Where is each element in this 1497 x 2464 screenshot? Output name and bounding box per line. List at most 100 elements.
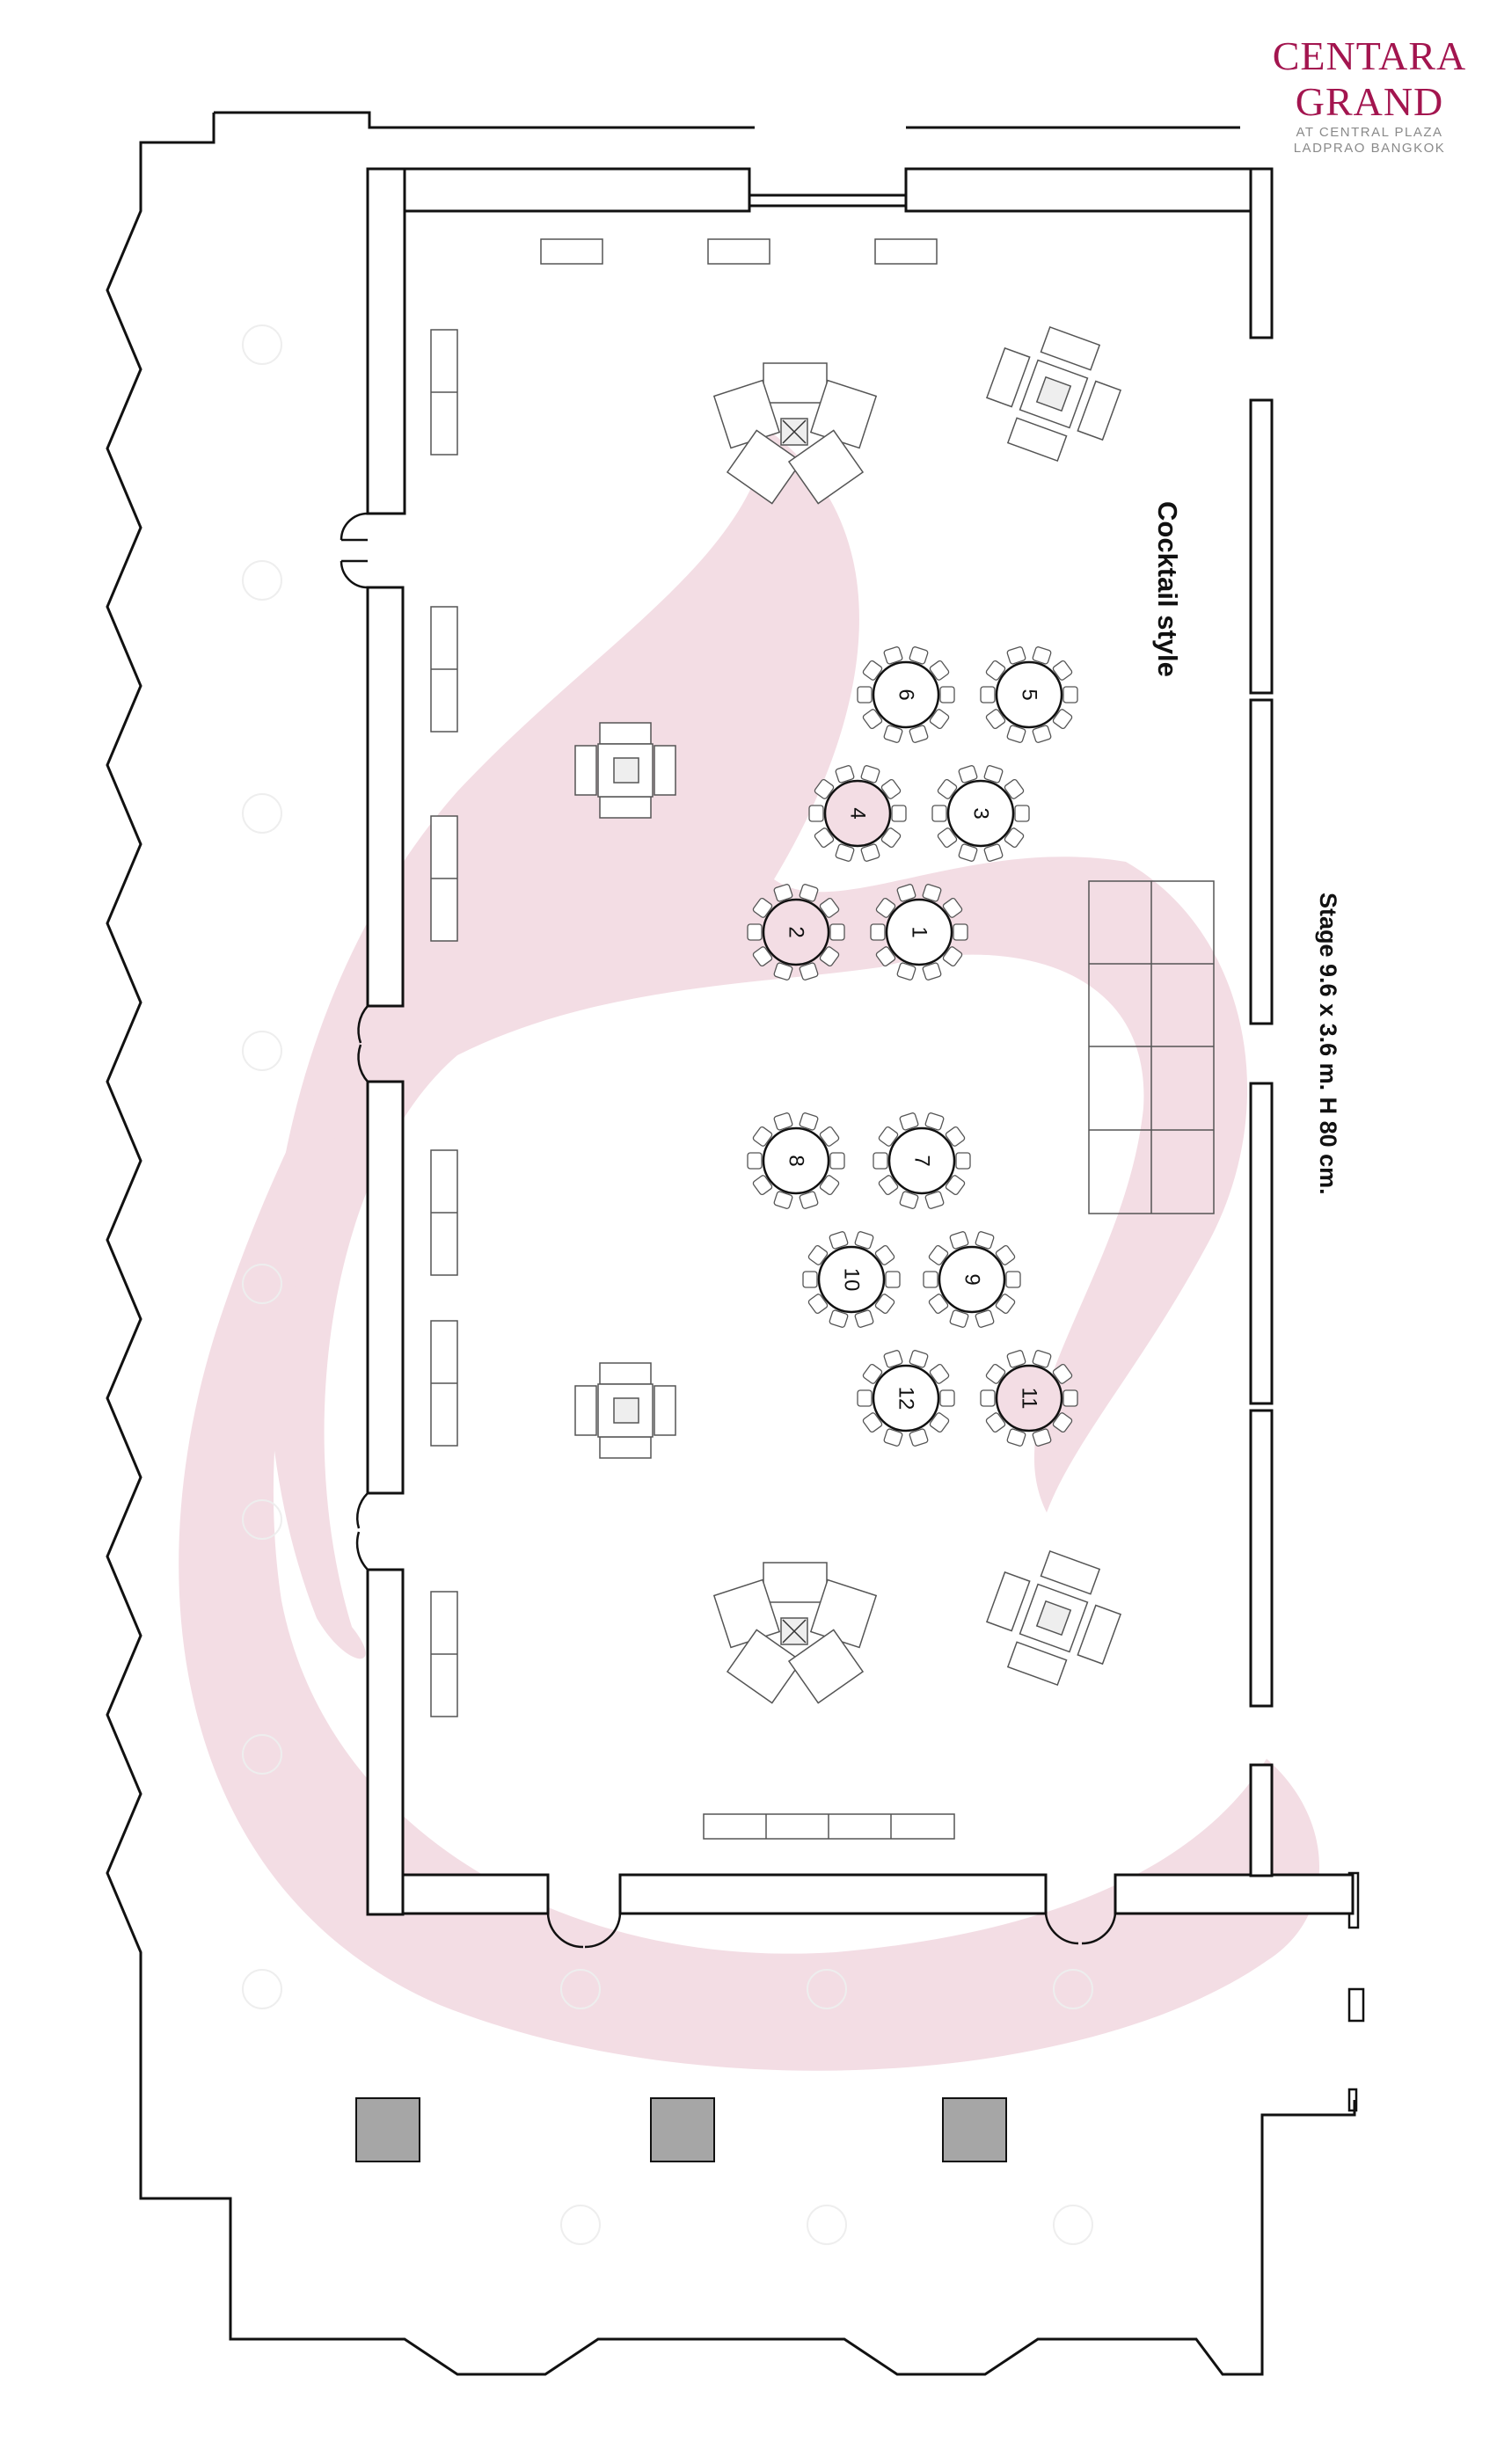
table-number: 10 xyxy=(840,1268,864,1292)
chair xyxy=(937,827,958,849)
chair xyxy=(819,897,840,918)
chair xyxy=(860,843,880,862)
lounge-cross-left-lower xyxy=(574,1362,676,1459)
lounge-sofa-pentagon-bottom xyxy=(712,1562,878,1704)
lounge-sofa-pentagon-top xyxy=(712,362,878,505)
chair xyxy=(1032,1428,1052,1447)
chair xyxy=(1052,660,1073,681)
stage xyxy=(1088,880,1215,1214)
chair xyxy=(985,709,1006,730)
chair xyxy=(835,843,855,862)
chair xyxy=(953,923,968,941)
table-number: 9 xyxy=(960,1273,984,1285)
table-top xyxy=(817,1245,886,1314)
round-table-5: 5 xyxy=(980,646,1078,743)
chair xyxy=(883,646,903,665)
chair xyxy=(874,1294,895,1315)
chair xyxy=(808,805,824,822)
ceiling-markers xyxy=(242,324,1093,2245)
logo-line-3: AT CENTRAL PLAZA xyxy=(1296,125,1443,140)
chair xyxy=(747,923,763,941)
chair xyxy=(857,1389,873,1407)
chair xyxy=(862,1363,883,1384)
chair xyxy=(1004,827,1025,849)
chair xyxy=(773,1112,793,1131)
logo-line-4: LADPRAO BANGKOK xyxy=(1293,141,1446,156)
table-number: 1 xyxy=(908,926,931,937)
chair xyxy=(829,1309,849,1328)
chair xyxy=(885,1271,901,1288)
chair xyxy=(874,1244,895,1265)
chair xyxy=(799,1191,819,1209)
chair xyxy=(899,1112,919,1131)
table-number: 6 xyxy=(895,689,918,700)
chair xyxy=(773,884,793,902)
chair xyxy=(1006,646,1026,665)
chair xyxy=(922,962,942,980)
chair xyxy=(829,923,845,941)
wall-counters-bottom xyxy=(703,1813,955,1840)
chair xyxy=(1006,725,1026,743)
round-table-7: 7 xyxy=(873,1112,971,1209)
chair xyxy=(873,1152,888,1170)
chair xyxy=(1032,725,1052,743)
round-table-4: 4 xyxy=(808,765,907,862)
chair xyxy=(814,778,835,799)
round-table-10: 10 xyxy=(802,1231,901,1328)
chair xyxy=(942,897,963,918)
chair xyxy=(939,1389,955,1407)
chair xyxy=(854,1231,874,1250)
doors xyxy=(340,512,1117,1949)
table-number: 8 xyxy=(785,1155,808,1166)
wall-counters-top xyxy=(540,238,938,265)
chair xyxy=(1052,1412,1073,1433)
chair xyxy=(985,1412,1006,1433)
buffet-tables-left xyxy=(430,329,458,1717)
chair xyxy=(980,686,996,703)
chair xyxy=(835,765,855,784)
chair xyxy=(949,1231,969,1250)
chair xyxy=(819,946,840,967)
table-top xyxy=(823,779,892,848)
chair xyxy=(1004,778,1025,799)
chair xyxy=(949,1309,969,1328)
chair xyxy=(814,827,835,849)
chair xyxy=(909,1350,929,1368)
room-walls xyxy=(366,167,1355,1916)
chair xyxy=(870,923,886,941)
chair xyxy=(862,1412,883,1433)
table-number: 3 xyxy=(969,807,993,819)
chair xyxy=(896,884,916,902)
chair xyxy=(1006,1350,1026,1368)
table-top xyxy=(946,779,1015,848)
chair xyxy=(929,709,950,730)
table-top xyxy=(887,1126,956,1195)
chair xyxy=(883,1350,903,1368)
brand-watermark-swirl xyxy=(179,431,1320,2071)
round-table-2: 2 xyxy=(747,884,845,980)
round-table-11: 11 xyxy=(980,1350,1078,1447)
chair xyxy=(958,765,978,784)
round-table-3: 3 xyxy=(931,765,1030,862)
logo-line-2: GRAND xyxy=(1295,79,1444,124)
chair xyxy=(985,660,1006,681)
chair xyxy=(857,686,873,703)
round-table-12: 12 xyxy=(857,1350,955,1447)
table-top xyxy=(885,898,953,966)
chair xyxy=(983,843,1004,862)
table-top xyxy=(872,1364,940,1432)
chair xyxy=(924,1112,945,1131)
chair xyxy=(752,946,773,967)
layout-style-label: Cocktail style xyxy=(1152,501,1183,677)
chair xyxy=(1063,686,1078,703)
table-top xyxy=(762,898,830,966)
chair xyxy=(995,1294,1016,1315)
chair xyxy=(854,1309,874,1328)
chair xyxy=(807,1294,829,1315)
building-outline xyxy=(106,111,1356,2376)
chair xyxy=(829,1152,845,1170)
chair xyxy=(922,884,942,902)
chair xyxy=(980,1389,996,1407)
